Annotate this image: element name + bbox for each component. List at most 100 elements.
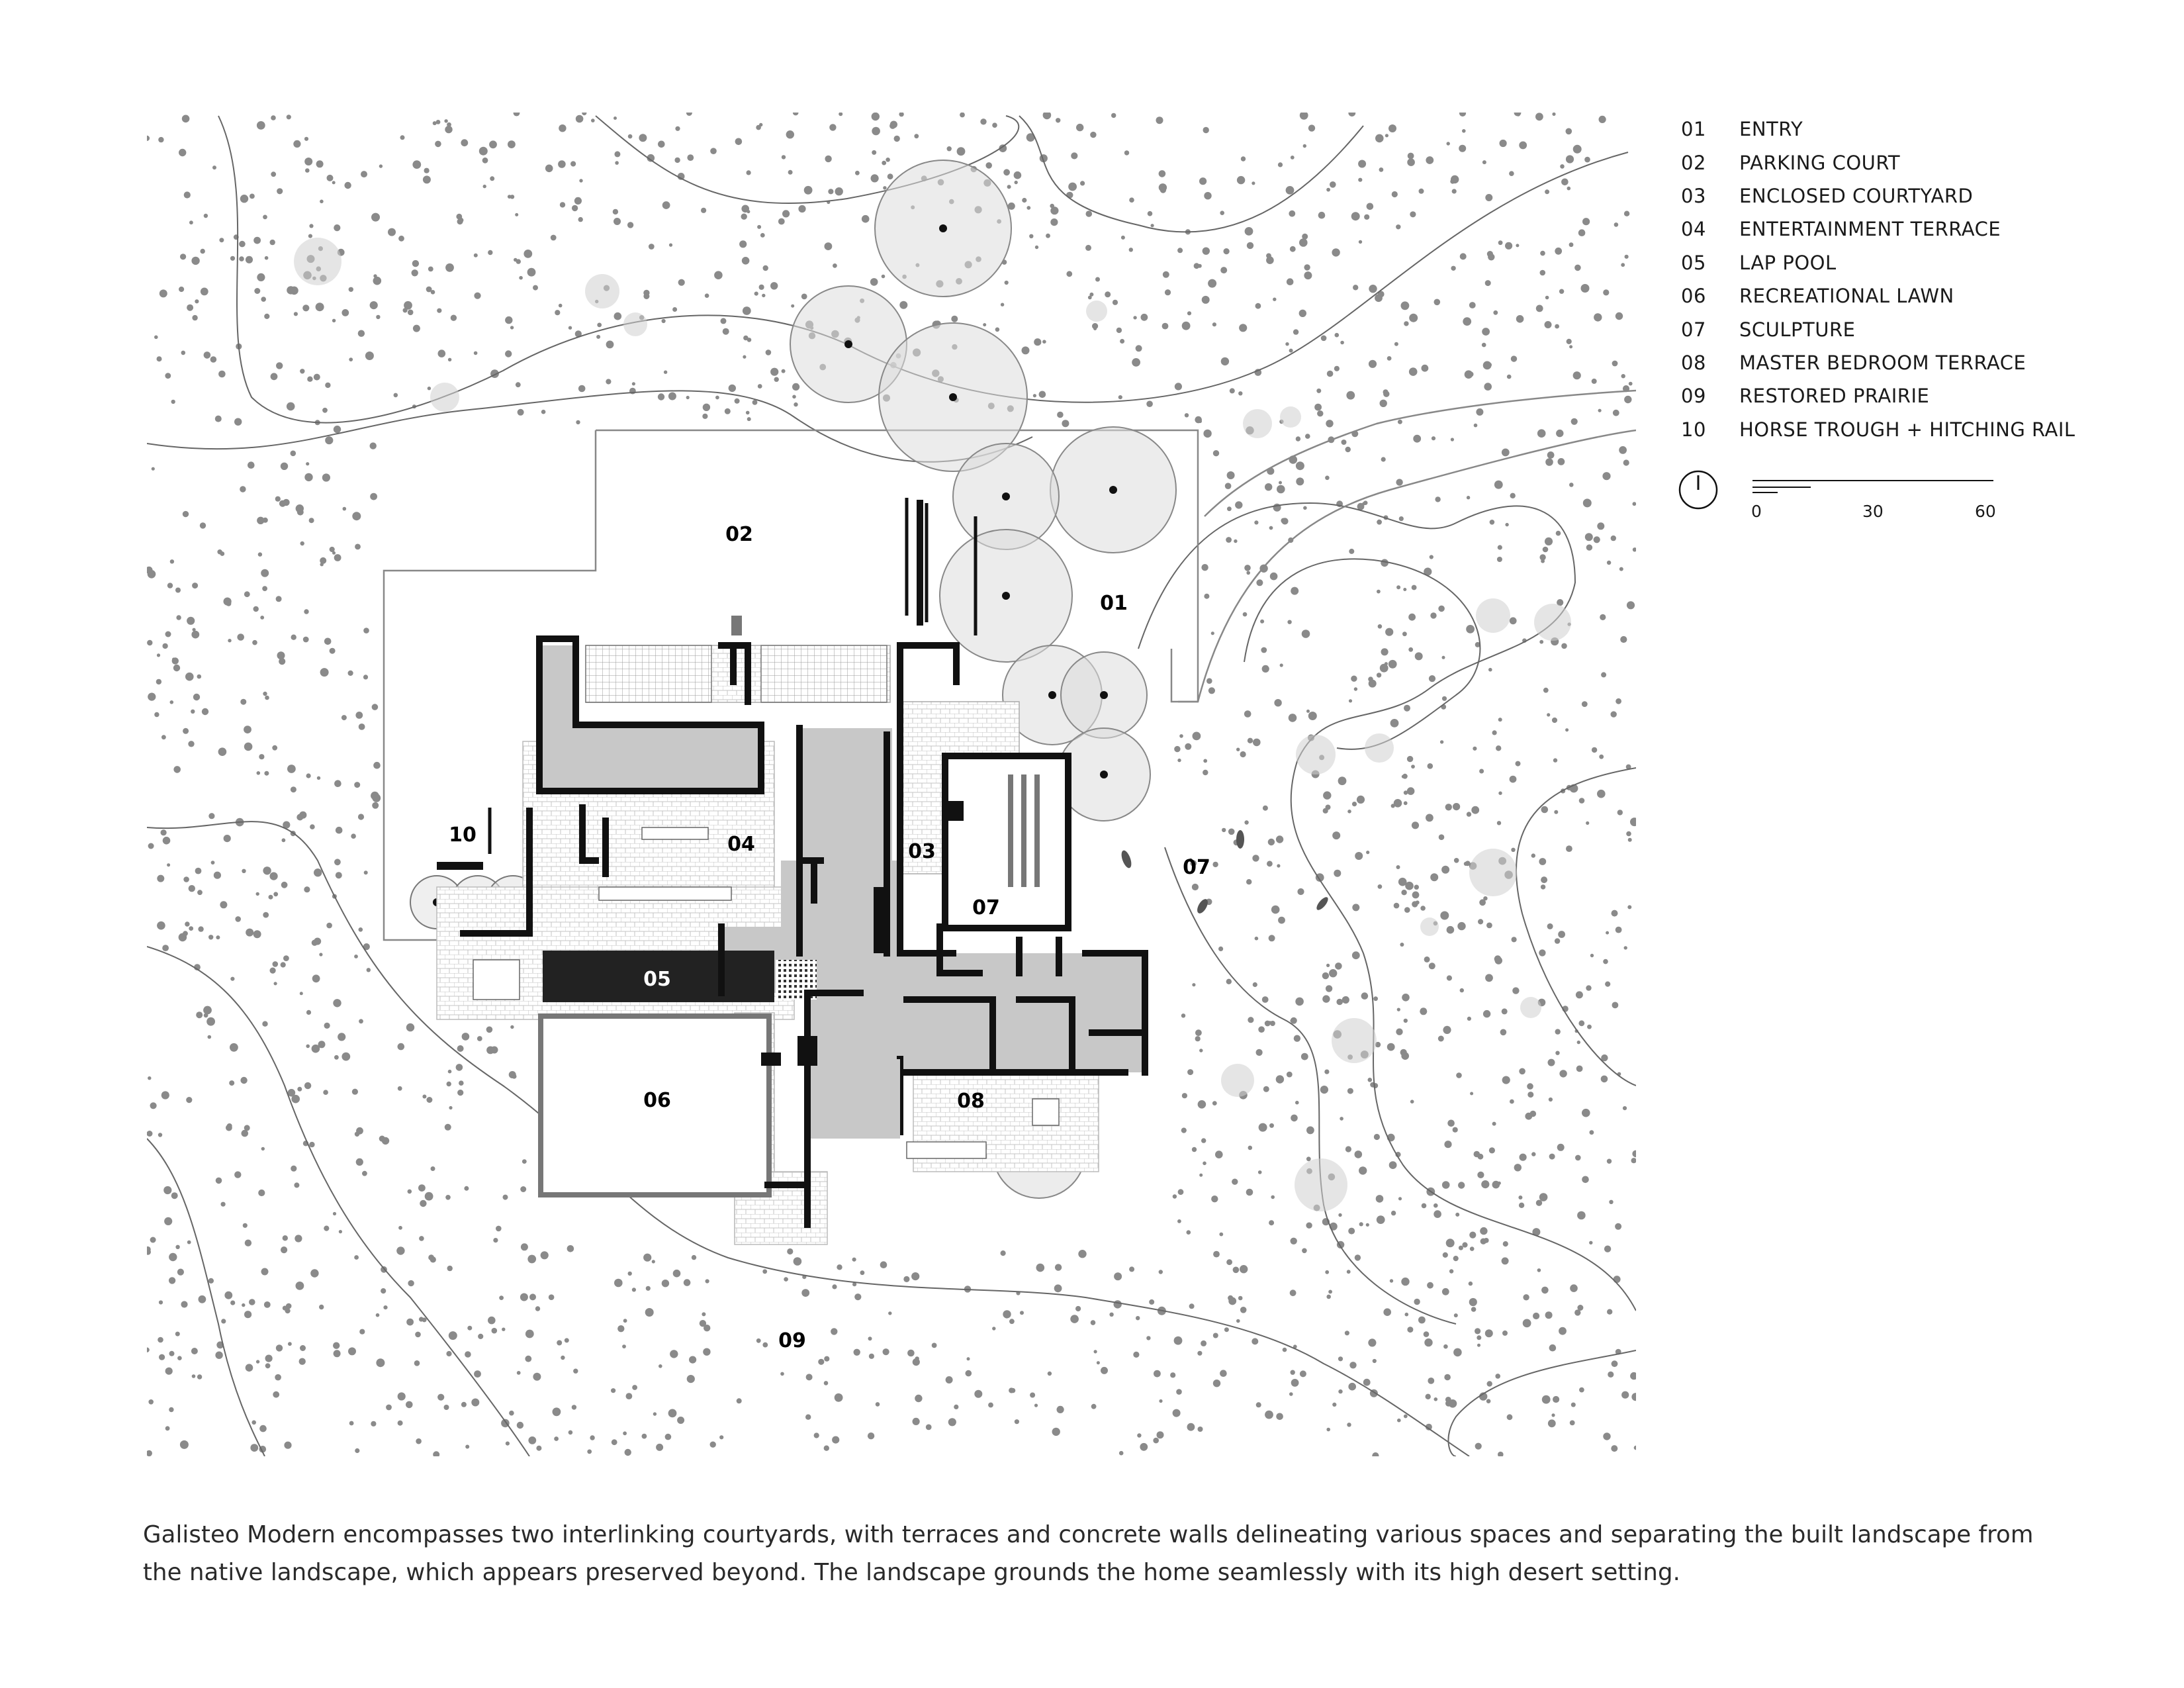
shrub-dot — [464, 1186, 469, 1191]
shrub-dot — [493, 1238, 498, 1243]
shrub-dot — [1090, 1320, 1096, 1325]
shrub-dot — [419, 1236, 424, 1241]
shrub-dot — [422, 1317, 427, 1323]
shrub-dot — [248, 461, 255, 469]
shrub-dot — [956, 147, 966, 156]
shrub-dot — [875, 1402, 880, 1407]
shrub-dot — [171, 1192, 178, 1199]
shrub-dot — [363, 628, 369, 633]
shrub-dot — [320, 563, 324, 567]
shrub-dot — [437, 308, 442, 313]
shrub-dot — [324, 1022, 330, 1029]
shrub-dot — [1396, 479, 1403, 486]
shrub-dot — [805, 1374, 813, 1381]
shrub-dot — [307, 376, 313, 382]
shrub-dot — [724, 408, 731, 414]
shrub-dot — [147, 135, 150, 141]
shrub-dot — [357, 330, 365, 337]
shrub-dot — [1476, 408, 1484, 416]
shrub-dot — [1396, 224, 1401, 230]
shrub-dot — [1208, 279, 1217, 288]
shrub-dot — [157, 921, 165, 930]
shrub-dot — [1438, 605, 1445, 612]
shrub-dot — [966, 1357, 970, 1361]
shrub-dot — [234, 1171, 242, 1178]
shrub-dot — [557, 1340, 563, 1346]
shrub-dot — [1398, 516, 1404, 522]
shrub-dot — [1539, 639, 1544, 644]
shrub-dot — [1553, 1395, 1560, 1403]
shrub-dot — [1551, 717, 1558, 724]
legend-label: ENCLOSED COURTYARD — [1739, 184, 1974, 207]
shrub-dot — [1089, 292, 1094, 297]
shrub-dot — [283, 955, 289, 961]
shrub-dot — [1334, 869, 1342, 877]
tree-canopy — [1520, 997, 1541, 1018]
shrub-dot — [363, 675, 369, 680]
shrub-dot — [255, 892, 259, 896]
shrub-dot — [223, 597, 232, 606]
shrub-dot — [1181, 1093, 1187, 1099]
shrub-dot — [1597, 789, 1606, 798]
shrub-dot — [408, 1280, 414, 1287]
shrub-dot — [287, 765, 296, 773]
shrub-dot — [1290, 156, 1295, 160]
shrub-dot — [183, 876, 189, 882]
shrub-dot — [1003, 169, 1010, 176]
plan-label-09: 09 — [778, 1329, 806, 1352]
shrub-dot — [552, 1407, 561, 1417]
shrub-dot — [428, 266, 433, 272]
shrub-dot — [1050, 203, 1054, 209]
shrub-dot — [813, 1432, 819, 1438]
shrub-dot — [1336, 998, 1343, 1006]
shrub-dot — [1325, 475, 1330, 481]
shrub-dot — [277, 651, 285, 660]
shrub-dot — [743, 335, 749, 341]
legend-label: HORSE TROUGH + HITCHING RAIL — [1739, 418, 2075, 441]
shrub-dot — [1308, 712, 1317, 720]
shrub-dot — [1228, 828, 1235, 835]
shrub-dot — [1411, 765, 1415, 769]
shrub-dot — [1509, 171, 1514, 177]
shrub-dot — [323, 1090, 328, 1095]
shrub-dot — [1545, 458, 1553, 466]
shrub-dot — [213, 871, 221, 879]
shrub-dot — [1266, 253, 1271, 259]
shrub-dot — [674, 157, 680, 164]
shrub-dot — [627, 222, 634, 228]
tree-canopy — [294, 238, 341, 285]
shrub-dot — [1299, 238, 1308, 247]
shrub-dot — [1623, 459, 1629, 466]
shrub-dot — [541, 409, 546, 414]
shrub-dot — [400, 135, 405, 140]
shrub-dot — [182, 510, 189, 518]
shrub-dot — [1566, 845, 1572, 852]
shrub-dot — [488, 1316, 496, 1325]
shrub-dot — [1192, 983, 1196, 987]
shrub-dot — [1174, 383, 1182, 391]
shrub-dot — [1626, 831, 1631, 837]
shrub-dot — [1510, 355, 1518, 362]
legend-number: 01 — [1681, 118, 1706, 141]
shrub-dot — [424, 1192, 433, 1201]
shrub-dot — [893, 135, 900, 142]
shrub-dot — [1238, 1295, 1243, 1301]
shrub-dot — [639, 134, 647, 142]
shrub-dot — [1557, 599, 1564, 606]
shrub-dot — [1260, 619, 1265, 624]
shrub-dot — [853, 1348, 860, 1356]
tree-trunk — [1048, 691, 1056, 699]
shrub-dot — [477, 1036, 482, 1041]
shrub-dot — [1154, 1370, 1161, 1378]
shrub-dot — [379, 164, 383, 168]
shrub-dot — [242, 1303, 246, 1307]
shrub-dot — [1318, 211, 1326, 219]
shrub-dot — [502, 1327, 506, 1331]
shrub-dot — [1191, 883, 1199, 891]
shrub-dot — [1531, 1152, 1536, 1156]
shrub-dot — [1153, 1437, 1159, 1444]
shrub-dot — [1591, 378, 1597, 384]
